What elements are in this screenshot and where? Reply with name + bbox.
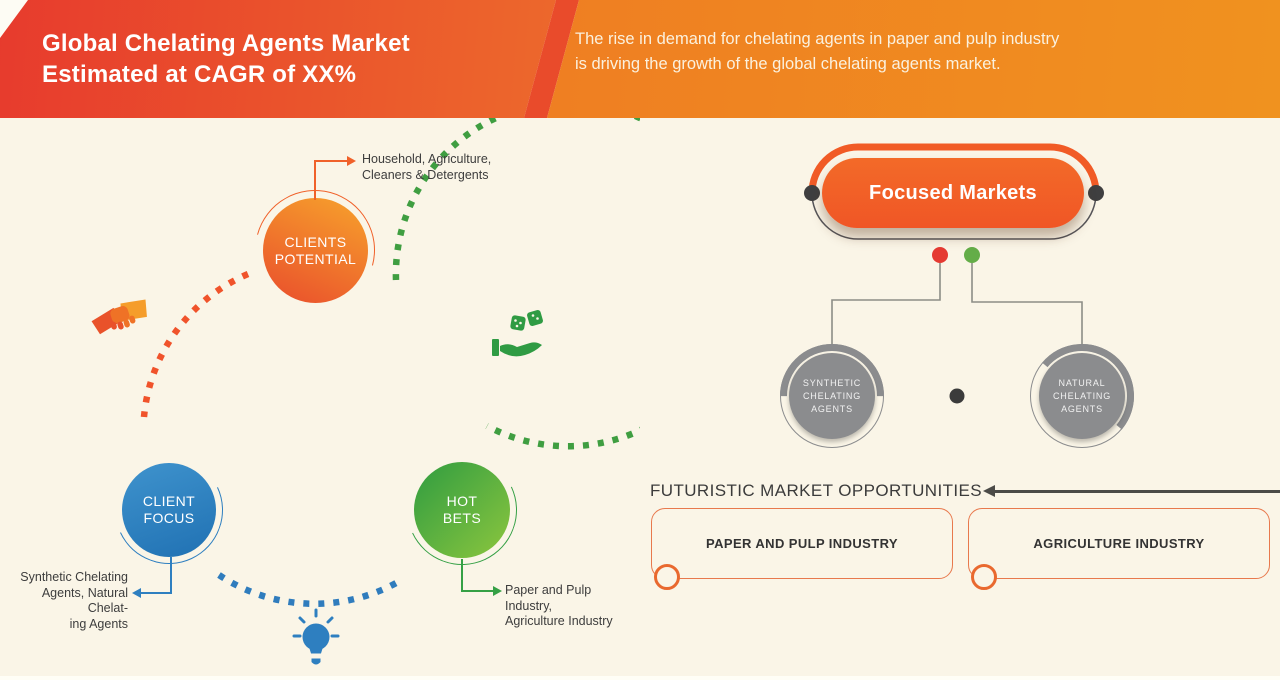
clients-potential-circle: CLIENTS POTENTIAL	[263, 198, 368, 303]
client-focus-label-line1: CLIENT	[142, 493, 196, 509]
synthetic-chelating-node: SYNTHETIC CHELATING AGENTS	[789, 353, 875, 439]
hotbets-callout-line1: Paper and Pulp	[505, 583, 592, 597]
focus-callout-text: Synthetic Chelating Agents, Natural Chel…	[0, 570, 128, 632]
synthetic-node-thin-ring	[780, 344, 884, 448]
client-focus-label-line2: FOCUS	[143, 510, 195, 526]
natural-node-line1: NATURAL	[1058, 377, 1106, 388]
focus-callout-line3: ing Agents	[69, 616, 128, 631]
right-branch-connector	[971, 263, 1083, 344]
hand-dice-icon	[492, 310, 543, 357]
orange-dotted-arc	[140, 271, 250, 418]
clients-callout-vline	[314, 160, 316, 200]
synthetic-node-label: SYNTHETIC CHELATING AGENTS	[803, 377, 861, 416]
clients-potential-label-line1: CLIENTS	[284, 233, 347, 250]
hot-bets-label-line2: BETS	[442, 510, 482, 526]
natural-node-line3: AGENTS	[1061, 403, 1103, 414]
clients-callout-hline	[314, 160, 348, 162]
page-subtitle-line2: is driving the growth of the global chel…	[575, 55, 1001, 73]
hot-bets-label-line1: HOT	[446, 493, 478, 509]
page-title-line2: Estimated at CAGR of XX%	[42, 61, 357, 88]
clients-potential-label-line2: POTENTIAL	[274, 250, 357, 267]
hot-bets-label: HOT BETS	[443, 493, 481, 527]
hotbets-callout-hline	[461, 590, 494, 592]
page-title-line1: Global Chelating Agents Market	[42, 30, 410, 57]
focus-callout-line1: Synthetic Chelating	[20, 570, 128, 584]
natural-node-line2: CHELATING	[1052, 390, 1112, 401]
clients-potential-label: CLIENTS POTENTIAL	[275, 234, 356, 268]
header-right-panel	[547, 0, 1280, 118]
synthetic-node-line3: AGENTS	[811, 403, 853, 414]
paper-pulp-corner-ring	[654, 564, 680, 590]
header-left-panel	[0, 0, 556, 118]
focus-callout-line2: Agents, Natural Chelat-	[41, 585, 128, 616]
synthetic-node-line2: CHELATING	[802, 390, 862, 401]
page-title: Global Chelating Agents Market Estimated…	[42, 28, 410, 90]
synthetic-node-line1: SYNTHETIC	[802, 377, 862, 388]
agriculture-label: AGRICULTURE INDUSTRY	[1033, 536, 1205, 551]
hotbets-callout-vline	[461, 559, 463, 592]
focus-callout-hline	[141, 592, 172, 594]
focused-markets-pill: Focused Markets	[822, 158, 1084, 228]
paper-pulp-label: PAPER AND PULP INDUSTRY	[706, 536, 898, 551]
left-branch-connector	[831, 263, 941, 344]
hotbets-callout-line3: Agriculture Industry	[505, 614, 613, 628]
hotbets-callout-arrow	[493, 585, 502, 596]
client-focus-circle: CLIENT FOCUS	[122, 463, 216, 557]
hot-bets-circle: HOT BETS	[414, 462, 510, 558]
focus-callout-arrow	[132, 587, 141, 598]
hotbets-callout-text: Paper and Pulp Industry, Agriculture Ind…	[505, 583, 655, 630]
blue-dotted-arc	[217, 572, 400, 607]
focus-callout-vline	[170, 557, 172, 594]
client-focus-label: CLIENT FOCUS	[143, 493, 195, 527]
paper-pulp-box: PAPER AND PULP INDUSTRY	[651, 508, 953, 579]
lightbulb-icon	[292, 608, 340, 665]
clients-callout-arrow	[347, 155, 356, 166]
header-banner: Global Chelating Agents Market Estimated…	[0, 0, 1280, 118]
hotbets-callout-line2: Industry,	[505, 598, 553, 613]
clients-callout-line2: Cleaners & Detergents	[362, 167, 489, 182]
page-subtitle: The rise in demand for chelating agents …	[575, 27, 1059, 77]
opportunities-heading: FUTURISTIC MARKET OPPORTUNITIES	[650, 481, 982, 500]
natural-node-label: NATURAL CHELATING AGENTS	[1053, 377, 1111, 416]
pill-right-dot	[1088, 185, 1104, 201]
agriculture-corner-ring	[971, 564, 997, 590]
pill-ring-top-arc	[808, 143, 1100, 197]
clients-callout-line1: Household, Agriculture,	[362, 152, 492, 166]
natural-chelating-node: NATURAL CHELATING AGENTS	[1039, 353, 1125, 439]
pill-ring-bottom-arc	[811, 192, 1097, 240]
opportunities-arrow-line	[995, 490, 1280, 493]
agriculture-box: AGRICULTURE INDUSTRY	[968, 508, 1270, 579]
opportunities-arrow-head	[983, 484, 995, 497]
handshake-icon	[91, 299, 147, 335]
pill-left-dot	[804, 185, 820, 201]
focused-markets-label: Focused Markets	[869, 181, 1037, 204]
green-dot	[964, 247, 980, 263]
bottom-strip	[0, 676, 1280, 680]
center-dot	[949, 388, 965, 404]
focused-markets-structure	[804, 143, 1104, 404]
natural-node-thin-ring	[1030, 344, 1134, 448]
clients-callout-text: Household, Agriculture, Cleaners & Deter…	[362, 152, 532, 183]
page-subtitle-line1: The rise in demand for chelating agents …	[575, 30, 1060, 48]
dotted-arcs-layer	[140, 118, 640, 607]
red-dot	[932, 247, 948, 263]
